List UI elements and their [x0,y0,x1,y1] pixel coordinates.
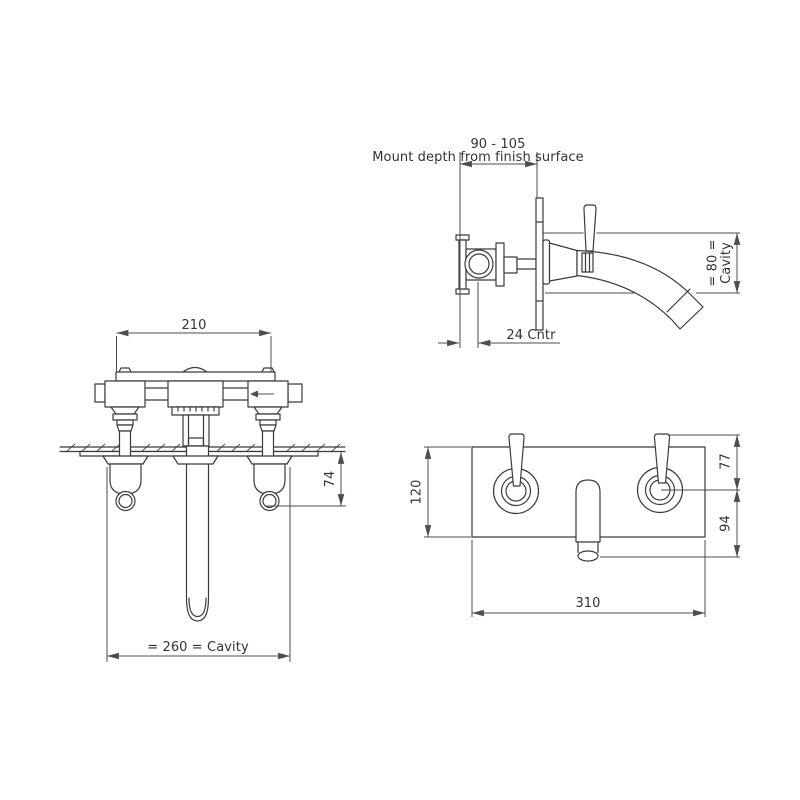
mounting-bar-clips [118,366,275,373]
body-width-extension-lines [116,336,272,372]
spout-tip-sides [577,542,599,553]
centre-tee-top [167,380,224,408]
dim-handle-above-centre-value: 77 [719,453,734,470]
manifold-pipes [144,387,249,401]
escutcheon-cone-side [548,242,578,282]
left-handle-lever [508,433,525,487]
plate-height-extension-lines [424,446,471,538]
cavity-width-extension-lines [106,467,291,662]
valve-inlet-inner-circle [468,253,490,275]
manifold-right-end-cap [287,383,303,403]
dim-handle-projection-value: 74 [323,471,338,488]
dim-cavity-width-value: = 260 = Cavity [147,640,249,655]
left-fitting-neck [116,424,134,432]
bracket-top-flange [455,234,470,241]
dim-mount-depth-value: 90 - 105 [470,137,525,152]
dim-vertical-stack: 77 94 [600,434,741,558]
manifold-left-end-cap [94,383,106,403]
trim-top [102,430,293,622]
handle-base-detail-lines [584,252,591,273]
dim-cavity-width: = 260 = Cavity [106,467,291,662]
dim-plate-width-value: 310 [575,596,600,611]
wall-plate-break-ticks [535,221,544,302]
spout-outlet-ellipse [577,550,599,562]
mounting-bar [115,371,276,382]
valve-front-flange [495,242,505,287]
right-handle-body-top [253,463,286,495]
dim-plate-width: 310 [471,540,706,617]
dim-plate-height-value: 120 [410,479,425,504]
left-fitting-nut [112,413,138,421]
handle-lever-side [583,204,597,252]
front-view: 120 77 94 310 [410,433,741,617]
right-pipe-through-wall [261,430,275,459]
right-handle-front [636,433,684,514]
rough-in-manifold [94,380,303,408]
dim-centre-offset-value: 24 Cntr [506,328,556,343]
valve-bonnet [503,256,518,274]
right-fitting-taper [253,406,283,415]
trim-side [542,204,704,330]
spout-escutcheon-top [172,455,219,465]
right-fitting-nut [255,413,281,421]
left-pipe-through-wall [118,430,132,459]
escutcheon-flange-side [542,239,551,285]
dim-mount-depth-label: Mount depth from finish surface [372,150,584,165]
dim-mount-depth: 90 - 105 Mount depth from finish surface [372,137,584,348]
dim-body-width: 210 [116,318,272,372]
right-fitting-neck [259,424,277,432]
left-fitting-taper [110,406,140,415]
dim-cavity-depth-line2: Cavity [719,242,734,284]
wall-fittings [110,406,283,447]
flow-arrow-icon [250,390,258,398]
side-view: 90 - 105 Mount depth from finish surface… [372,137,741,348]
left-handle-knob-inner [118,493,133,509]
right-handle-knob-inner [262,493,277,509]
wall-section [535,197,544,331]
dim-body-width-value: 210 [181,318,206,333]
spout-tube-front [575,479,601,543]
spout-side [576,249,704,330]
dim-centre-to-spout-value: 94 [719,515,734,532]
right-handle-lever [653,433,671,484]
valve-spindle-tube [516,258,537,270]
dim-cavity-depth-line1: = 80 = [706,239,721,286]
left-fitting-collar [116,419,134,426]
top-view: 210 74 = 260 = Cavity [59,318,346,662]
left-escutcheon-top [102,455,149,465]
spout-front [575,479,601,562]
centre-flange-slots [177,406,215,412]
left-valve-top [104,380,146,408]
spout-drop-tube [185,445,210,622]
handle-base-block-side [581,252,594,273]
bracket-bottom-flange [455,288,470,295]
left-handle-front [492,433,540,515]
right-escutcheon-top [246,455,293,465]
dim-plate-height: 120 [410,446,471,538]
dim-cavity-depth: = 80 = Cavity [706,233,741,293]
dim-centre-offset: 24 Cntr [438,282,560,348]
concealed-valve-body [455,234,537,295]
left-handle-body-top [109,463,142,495]
spout-aerator-cut-line [666,288,691,313]
plate-width-extension-lines [471,540,706,617]
wall-plate [535,197,544,331]
spout-drop-tube-inner-arc [188,597,207,618]
centre-drop-housing [182,414,210,447]
dim-handle-projection: 74 [266,452,346,507]
wall-hatching [65,443,341,453]
right-fitting-collar [259,419,277,426]
